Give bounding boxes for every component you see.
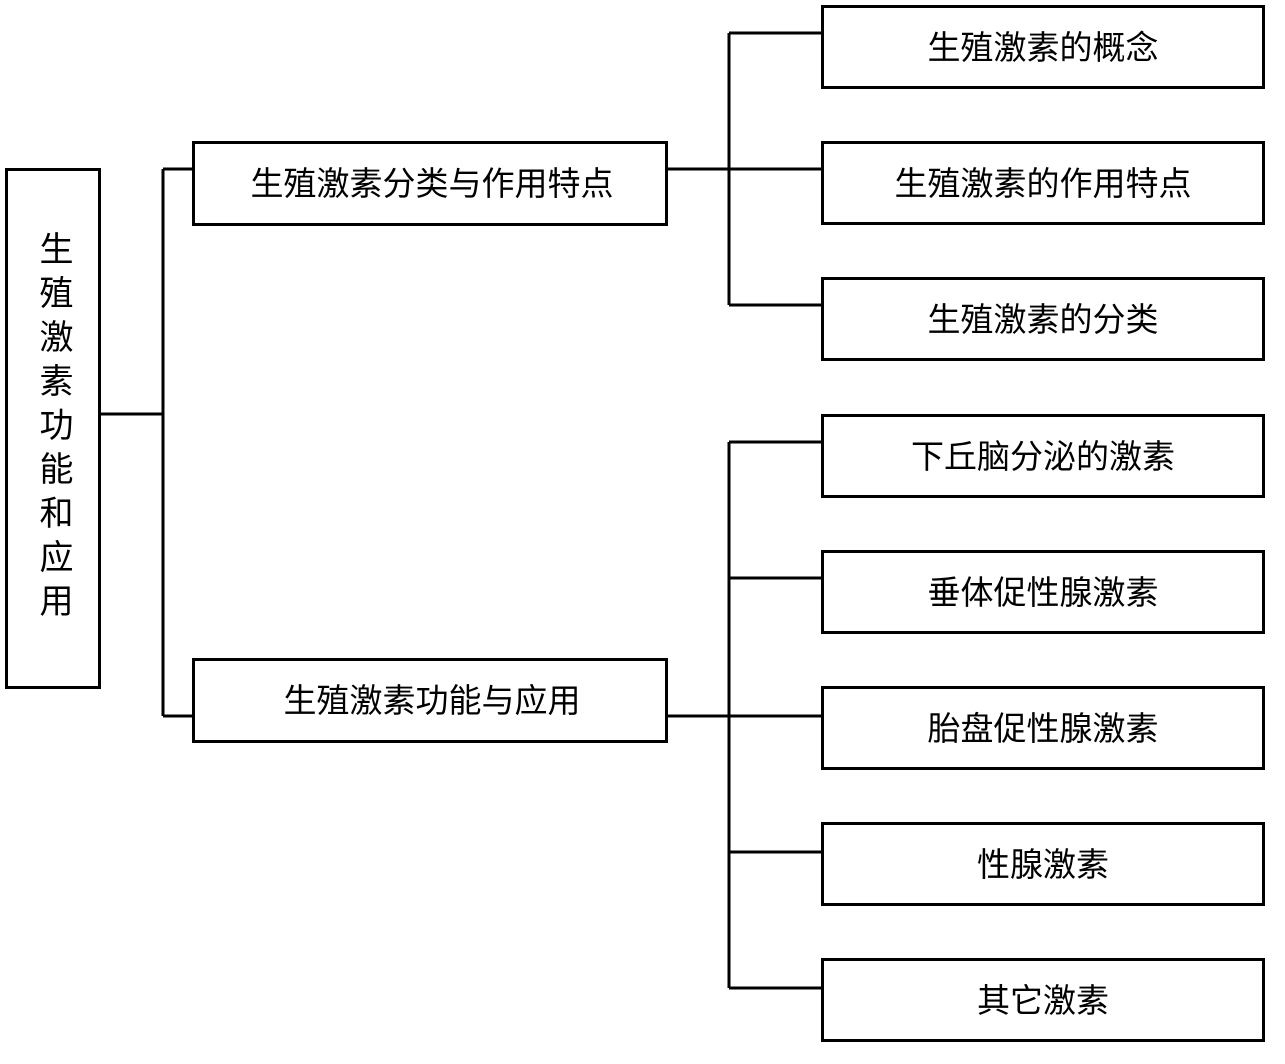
leaf-node: 生殖激素的作用特点 bbox=[821, 141, 1265, 225]
leaf-node: 生殖激素的分类 bbox=[821, 277, 1265, 361]
leaf-node: 胎盘促性腺激素 bbox=[821, 686, 1265, 770]
branch-node-label: 生殖激素分类与作用特点 bbox=[250, 164, 614, 203]
leaf-node-label: 下丘脑分泌的激素 bbox=[911, 436, 1175, 476]
leaf-node-label: 生殖激素的作用特点 bbox=[894, 163, 1192, 203]
branch-node-label: 生殖激素功能与应用 bbox=[283, 681, 581, 720]
leaf-node: 其它激素 bbox=[821, 958, 1265, 1042]
leaf-node-label: 垂体促性腺激素 bbox=[927, 572, 1159, 612]
leaf-node-label: 胎盘促性腺激素 bbox=[927, 708, 1159, 748]
root-node: 生殖激素功能和应用 bbox=[5, 168, 101, 689]
root-node-label: 生殖激素功能和应用 bbox=[33, 230, 73, 627]
leaf-node-label: 性腺激素 bbox=[977, 844, 1109, 884]
leaf-node-label: 生殖激素的分类 bbox=[927, 299, 1159, 339]
branch-node-function: 生殖激素功能与应用 bbox=[192, 658, 668, 743]
leaf-node: 垂体促性腺激素 bbox=[821, 550, 1265, 634]
leaf-node: 性腺激素 bbox=[821, 822, 1265, 906]
leaf-node-label: 其它激素 bbox=[977, 980, 1109, 1020]
leaf-node: 下丘脑分泌的激素 bbox=[821, 414, 1265, 498]
branch-node-classification: 生殖激素分类与作用特点 bbox=[192, 141, 668, 226]
leaf-node-label: 生殖激素的概念 bbox=[927, 27, 1159, 67]
leaf-node: 生殖激素的概念 bbox=[821, 5, 1265, 89]
